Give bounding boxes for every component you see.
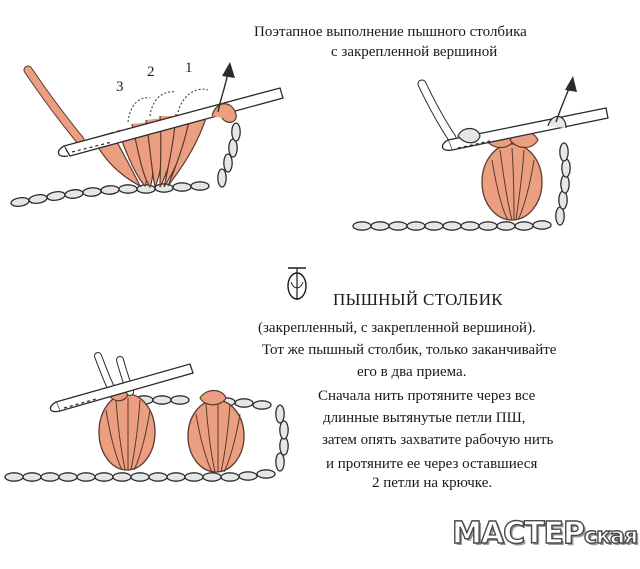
description-line-5: длинные вытянутые петли ПШ, (323, 410, 526, 426)
stitch-heading: ПЫШНЫЙ СТОЛБИК (333, 290, 503, 309)
watermark-main: МАСТЕР (451, 515, 585, 551)
pulled-up-loops-1 (91, 113, 207, 189)
step-number-3: 3 (116, 79, 124, 95)
diagram-title-line1: Поэтапное выполнение пышного столбика (254, 24, 527, 40)
foundation-chain-3 (4, 469, 276, 482)
turning-chain-1 (217, 122, 241, 188)
description-line-4: Сначала нить протяните через все (318, 388, 536, 404)
working-yarn-3 (95, 353, 115, 393)
description-line-6: затем опять захватите рабочую нить (322, 432, 554, 448)
turning-chain-2 (555, 142, 571, 226)
watermark-small: ская (583, 523, 638, 549)
foundation-chain-2 (352, 220, 552, 231)
step-number-1: 1 (185, 60, 193, 76)
crochet-hook-3 (49, 363, 194, 413)
puff-stitch-right (187, 389, 245, 473)
description-line-1: (закрепленный, с закрепленной вершиной). (258, 320, 536, 336)
description-line-7: и протяните ее через оставшиеся (326, 456, 538, 472)
working-yarn-2 (418, 80, 456, 142)
foundation-chain-1 (9, 181, 210, 209)
working-yarn-1 (24, 66, 84, 144)
description-line-3: его в два приема. (357, 364, 467, 380)
step-number-2: 2 (147, 64, 155, 80)
figure-step-one: 3 2 1 (9, 60, 284, 209)
figure-step-two (352, 76, 609, 231)
description-line-8: 2 петли на крючке. (372, 475, 493, 491)
diagram-title-line2: с закрепленной вершиной (331, 44, 498, 60)
description-line-2: Тот же пышный столбик, только заканчивай… (262, 342, 557, 358)
watermark-logo: МАСТЕРская (451, 515, 638, 551)
figure-step-three (4, 352, 289, 482)
puff-body-2 (481, 130, 543, 221)
puff-stitch-symbol (287, 267, 307, 300)
turning-chain-3 (275, 404, 289, 472)
